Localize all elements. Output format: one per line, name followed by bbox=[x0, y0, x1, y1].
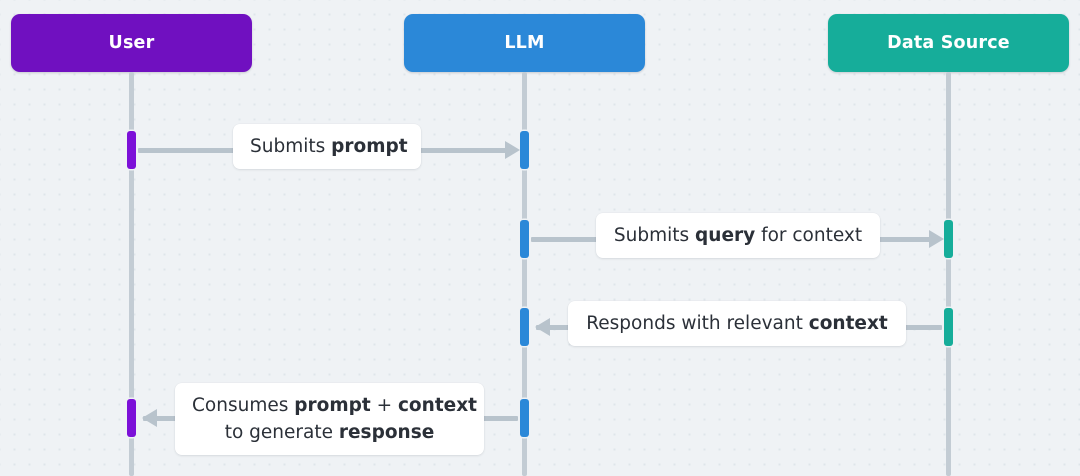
lifeline-data-source bbox=[946, 72, 951, 476]
message-line-text-2-0: Submits query for context bbox=[613, 225, 863, 246]
participant-box-llm[interactable]: LLM bbox=[404, 14, 645, 72]
activation-bar-llm-4 bbox=[520, 399, 529, 437]
message-label-2[interactable]: Submits query for context bbox=[596, 213, 880, 258]
message-line-text-1-0: Submits prompt bbox=[250, 136, 408, 157]
lifeline-llm bbox=[522, 72, 527, 476]
message-label-4[interactable]: Consumes prompt + context to generate re… bbox=[175, 383, 484, 455]
participant-label-data-source: Data Source bbox=[887, 33, 1010, 53]
message-line-text-4-0: Consumes prompt + context bbox=[192, 395, 477, 416]
message-line-text-3-0: Responds with relevant context bbox=[586, 313, 888, 334]
activation-bar-data-source-2 bbox=[944, 308, 953, 346]
arrowhead-right-2 bbox=[929, 229, 944, 248]
participant-label-llm: LLM bbox=[504, 33, 545, 53]
message-label-1[interactable]: Submits prompt bbox=[233, 124, 421, 169]
activation-bar-llm-3 bbox=[520, 308, 529, 346]
arrowhead-left-3 bbox=[535, 317, 550, 336]
participant-label-user: User bbox=[108, 33, 155, 53]
activation-bar-user-1 bbox=[127, 131, 136, 169]
activation-bar-data-source-1 bbox=[944, 220, 953, 258]
participant-box-data-source[interactable]: Data Source bbox=[828, 14, 1069, 72]
activation-bar-llm-2 bbox=[520, 220, 529, 258]
activation-bar-llm-1 bbox=[520, 131, 529, 169]
lifeline-user bbox=[129, 72, 134, 476]
activation-bar-user-2 bbox=[127, 399, 136, 437]
arrowhead-left-4 bbox=[142, 408, 157, 427]
message-line-text-4-1: to generate response bbox=[224, 422, 435, 443]
participant-box-user[interactable]: User bbox=[11, 14, 252, 72]
arrowhead-right-1 bbox=[505, 140, 520, 159]
message-label-3[interactable]: Responds with relevant context bbox=[568, 301, 906, 346]
